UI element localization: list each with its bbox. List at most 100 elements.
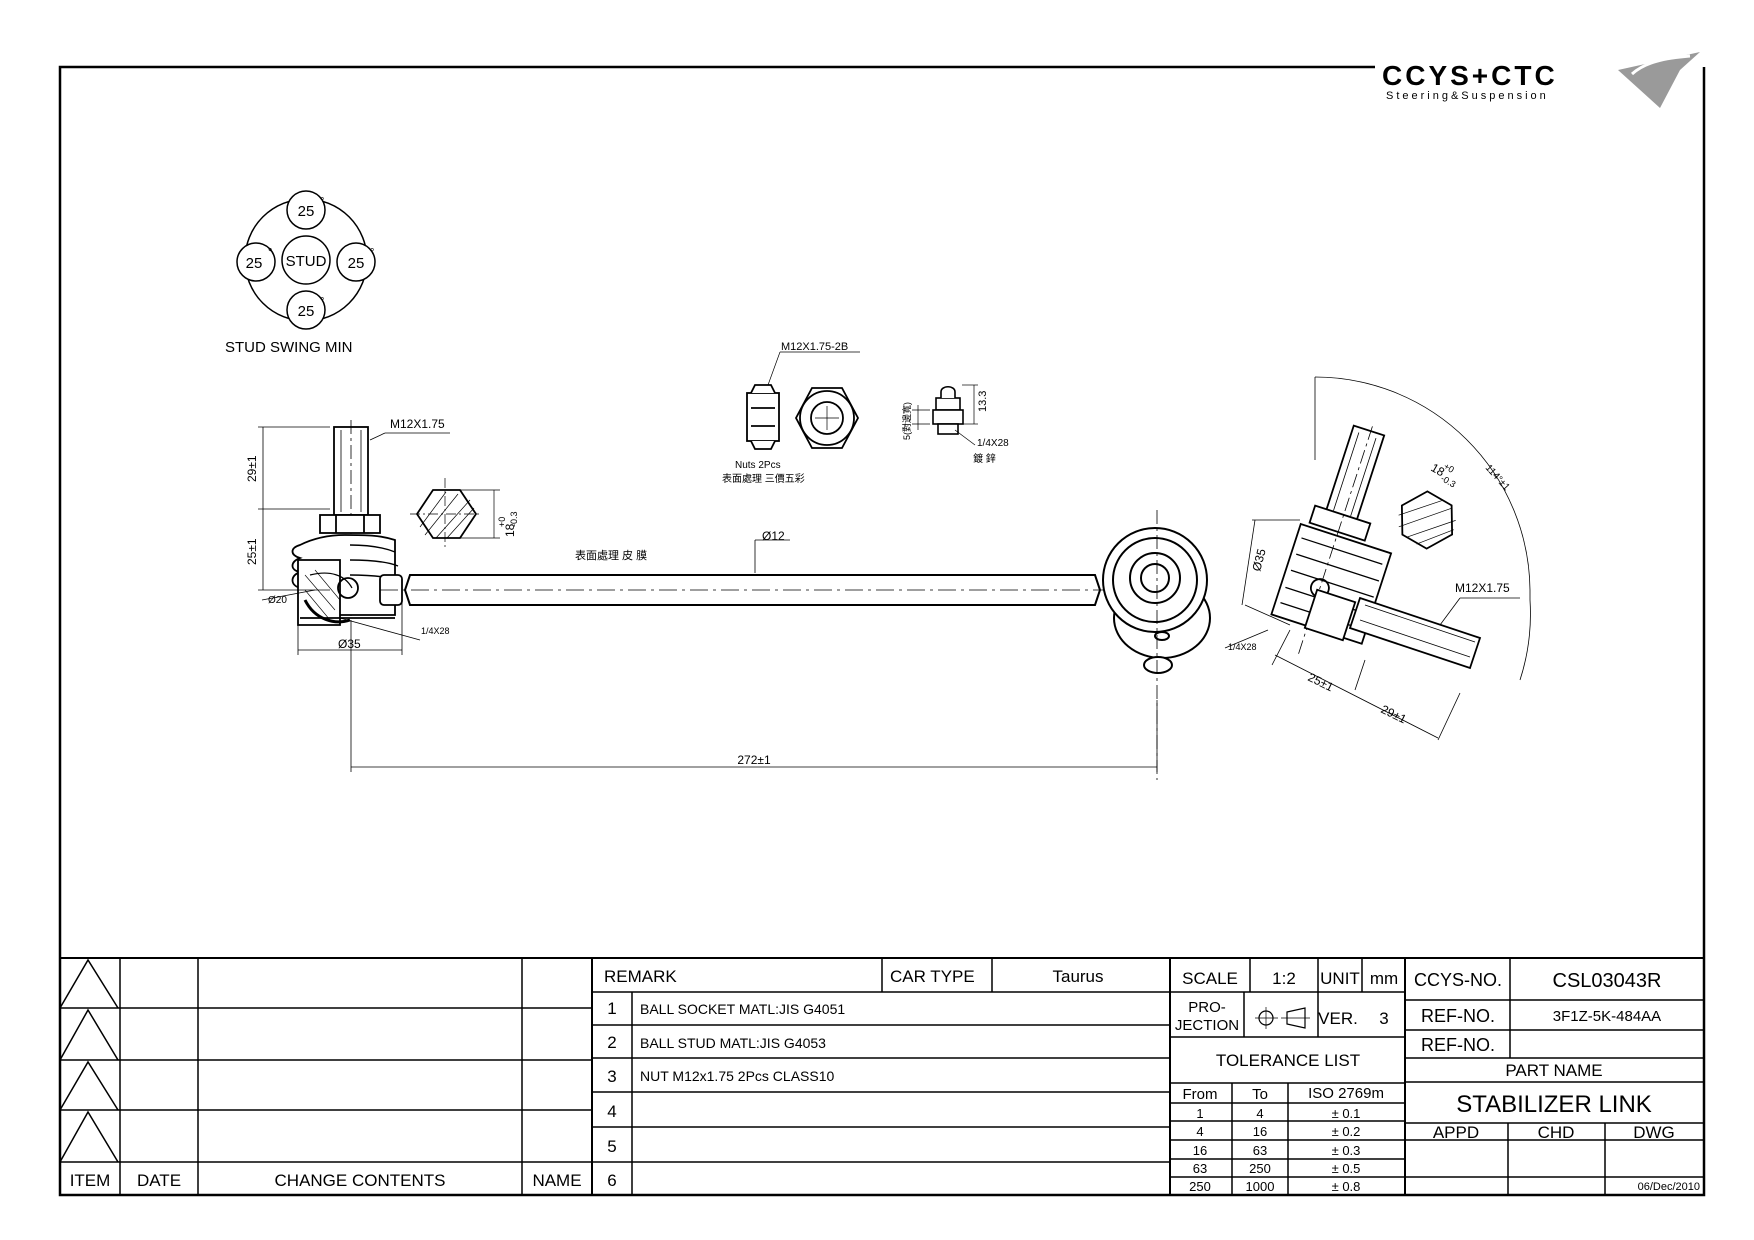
projection-label: JECTION <box>1175 1017 1239 1034</box>
swing-arc: 114°±1 <box>1483 463 1512 494</box>
degree-mark: ° <box>320 296 324 308</box>
stud-length-right: 29±1 <box>1379 702 1409 726</box>
brand-logo: CCYS+CTC Steering&Suspension <box>1382 52 1700 108</box>
nut-thread-callout: M12X1.75-2B <box>781 341 848 353</box>
fitting-left: 1/4X28 <box>421 626 450 636</box>
stud-label: STUD <box>286 253 327 270</box>
stud-swing-labels: STUD 25 25 25 25 ° ° ° ° STUD SWING MIN <box>225 196 374 356</box>
tol-to: 1000 <box>1246 1179 1275 1194</box>
dwg-label: DWG <box>1633 1123 1675 1142</box>
scale-label: SCALE <box>1182 969 1238 988</box>
boot-height-left: 25±1 <box>245 538 259 565</box>
spec-table: SCALE 1:2 UNIT mm PRO- JECTION VER. 3 TO… <box>1175 969 1398 1194</box>
remark-header: REMARK <box>604 967 677 986</box>
nuts-finish: 表面處理 三價五彩 <box>722 472 805 485</box>
tol-to: 250 <box>1249 1161 1271 1176</box>
ref-no2-label: REF-NO. <box>1421 1035 1495 1055</box>
ref-no-value: 3F1Z-5K-484AA <box>1553 1008 1661 1025</box>
overall-length: 272±1 <box>737 753 771 767</box>
remark-no: 4 <box>607 1102 616 1121</box>
unit-label: UNIT <box>1320 969 1360 988</box>
grease-fitting-thread: 1/4X28 <box>977 438 1009 449</box>
grease-fitting <box>912 384 978 446</box>
header-name: NAME <box>532 1171 581 1190</box>
boot-length-right: 25±1 <box>1306 670 1336 694</box>
brand-mark-icon <box>1618 52 1700 108</box>
socket-diameter-left: Ø35 <box>338 637 361 651</box>
tol-to: 16 <box>1253 1124 1267 1139</box>
socket-diameter-right: Ø35 <box>1249 547 1268 573</box>
tol-value: ± 0.5 <box>1332 1161 1361 1176</box>
tol-to: 63 <box>1253 1143 1267 1158</box>
stud-height-left: 29±1 <box>245 455 259 482</box>
header-change-contents: CHANGE CONTENTS <box>275 1171 446 1190</box>
nuts-note: Nuts 2Pcs <box>735 460 781 471</box>
flat-left-tol-dn: -0.3 <box>509 511 519 527</box>
brand-name: CCYS+CTC <box>1382 60 1558 91</box>
dimension-lines <box>258 376 1531 772</box>
remark-no: 2 <box>607 1033 616 1052</box>
revision-table: ITEM DATE CHANGE CONTENTS NAME <box>70 1171 582 1190</box>
sheet-border <box>58 65 1706 1197</box>
ccys-no-label: CCYS-NO. <box>1414 970 1502 990</box>
tol-to: 4 <box>1256 1106 1263 1121</box>
grease-fitting-side: 5(對邊寬) <box>901 402 912 440</box>
projection-label: PRO- <box>1188 999 1226 1016</box>
remark-no: 3 <box>607 1067 616 1086</box>
tol-header-iso: ISO 2769m <box>1308 1085 1384 1102</box>
tol-value: ± 0.1 <box>1332 1106 1361 1121</box>
tol-value: ± 0.8 <box>1332 1179 1361 1194</box>
tol-value: ± 0.2 <box>1332 1124 1361 1139</box>
ball-diameter: Ø20 <box>268 595 287 606</box>
tolerance-title: TOLERANCE LIST <box>1216 1051 1360 1070</box>
part-name-value: STABILIZER LINK <box>1456 1091 1652 1118</box>
left-ball-joint <box>291 420 403 626</box>
remark-no: 5 <box>607 1137 616 1156</box>
unit-value: mm <box>1370 969 1398 988</box>
remark-no: 1 <box>607 999 616 1018</box>
callout-labels: M12X1.75 M12X1.75-2B Nuts 2Pcs 表面處理 三價五彩… <box>245 341 1512 767</box>
rod-finish-note: 表面處理 皮 膜 <box>575 548 647 562</box>
remark-text: NUT M12x1.75 2Pcs CLASS10 <box>640 1068 834 1084</box>
rod-diameter: Ø12 <box>762 529 785 543</box>
remark-table: REMARK CAR TYPE Taurus 1 BALL SOCKET MAT… <box>604 967 1104 1190</box>
flat-left-main: 18 <box>503 523 517 537</box>
flat-right-tol-up: +0 <box>1442 461 1456 475</box>
grease-fitting-height: 13.3 <box>977 391 989 412</box>
degree-mark: ° <box>268 247 272 259</box>
ver-value: 3 <box>1379 1009 1388 1028</box>
degree-mark: ° <box>370 247 374 259</box>
swing-angle-left: 25 <box>246 255 263 272</box>
right-hex-section <box>1398 490 1456 550</box>
flat-right-tol-dn: -0.3 <box>1439 473 1457 489</box>
tol-value: ± 0.3 <box>1332 1143 1361 1158</box>
chd-label: CHD <box>1538 1123 1575 1142</box>
tol-from: 250 <box>1189 1179 1211 1194</box>
ver-label: VER. <box>1318 1009 1358 1028</box>
tol-header-to: To <box>1252 1086 1268 1103</box>
grease-fitting-finish: 鍍 鋅 <box>973 452 996 465</box>
remark-text: BALL SOCKET MATL:JIS G4051 <box>640 1001 845 1017</box>
header-item: ITEM <box>70 1171 111 1190</box>
stud-swing-diagram <box>236 190 376 330</box>
tol-from: 4 <box>1196 1124 1203 1139</box>
part-name-label: PART NAME <box>1505 1061 1602 1080</box>
bushing-eye <box>1102 510 1211 780</box>
fitting-right: 1/4X28 <box>1228 642 1257 652</box>
scale-value: 1:2 <box>1272 969 1296 988</box>
appd-label: APPD <box>1433 1123 1479 1142</box>
flat-left-tol-up: +0 <box>497 517 507 527</box>
left-hex-section <box>410 478 500 550</box>
title-block: CCYS-NO. CSL03043R REF-NO. 3F1Z-5K-484AA… <box>1414 970 1700 1193</box>
right-stud <box>1303 588 1482 670</box>
drawing-date: 06/Dec/2010 <box>1638 1181 1700 1193</box>
brand-tagline: Steering&Suspension <box>1386 90 1549 102</box>
degree-mark: ° <box>320 196 324 208</box>
ref-no-label: REF-NO. <box>1421 1006 1495 1026</box>
thread-callout-left: M12X1.75 <box>390 417 445 431</box>
remark-no: 6 <box>607 1171 616 1190</box>
remark-text: BALL STUD MATL:JIS G4053 <box>640 1035 826 1051</box>
swing-angle-right: 25 <box>348 255 365 272</box>
nut-views <box>746 351 860 450</box>
